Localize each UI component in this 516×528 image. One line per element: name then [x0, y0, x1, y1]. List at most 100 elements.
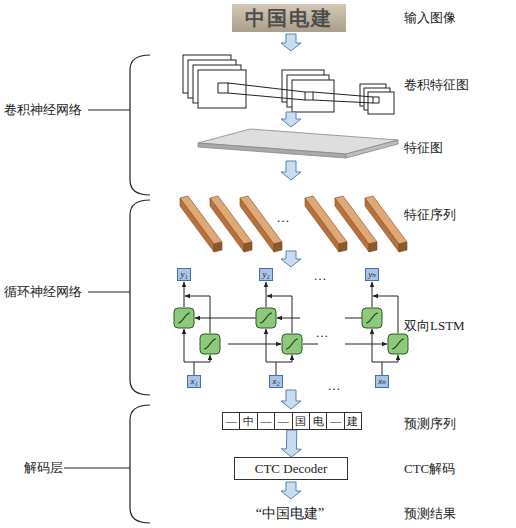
bilstm-network — [362, 308, 382, 328]
bilstm-network — [282, 334, 302, 354]
node-text: y₂ — [262, 269, 269, 279]
flow-arrow — [281, 161, 301, 180]
stage-label: 输入图像 — [404, 10, 456, 26]
feature-sequence — [180, 196, 407, 252]
sequence-cell: 电 — [309, 413, 326, 429]
flow-arrow — [281, 34, 301, 51]
feature-sequence — [240, 196, 282, 252]
bilstm-network — [286, 339, 298, 349]
decoder-box: CTC Decoder — [234, 457, 348, 480]
stage-label: 特征图 — [404, 140, 443, 156]
bilstm-network — [204, 339, 216, 349]
bilstm-network — [184, 362, 210, 363]
sequence-cell: 中 — [239, 413, 256, 429]
bilstm-network — [266, 282, 267, 307]
bracket — [130, 405, 150, 523]
bilstm-network — [184, 282, 185, 307]
input-image: 中国电建 — [232, 4, 346, 32]
conv-feature-maps — [183, 55, 394, 114]
bilstm-network — [195, 318, 256, 319]
node-text: 中国电建 — [245, 7, 333, 29]
conv-feature-maps — [198, 70, 246, 108]
bilstm-network — [398, 355, 399, 362]
sequence-cell: 建 — [344, 413, 361, 429]
bracket — [130, 55, 150, 195]
conv-feature-maps — [218, 83, 228, 93]
bracket — [130, 200, 150, 395]
node-text: CTC Decoder — [255, 461, 328, 476]
bilstm-network — [366, 313, 378, 323]
bilstm-network — [260, 313, 272, 323]
ellipsis: … — [277, 210, 290, 226]
bracket — [64, 467, 130, 468]
bilstm-network — [388, 334, 408, 354]
sequence-cell: — — [257, 413, 274, 429]
bilstm-network — [276, 362, 277, 375]
ellipsis: … — [316, 325, 329, 341]
bilstm-network — [184, 329, 185, 362]
node-text: xₙ — [378, 376, 386, 386]
bilstm-network — [362, 308, 382, 328]
ellipsis: … — [314, 268, 327, 284]
group-label: 循环神经网络 — [4, 284, 82, 300]
stage-label: CTC解码 — [404, 461, 455, 477]
bilstm-network — [372, 282, 373, 307]
result-text: “中国电建” — [256, 506, 324, 522]
bilstm-network — [345, 318, 362, 319]
bilstm-network — [210, 355, 211, 362]
bilstm-network — [200, 334, 220, 354]
output-box: yₙ — [365, 268, 379, 281]
conv-feature-maps — [228, 83, 373, 103]
bilstm-network — [382, 362, 383, 375]
flow-arrow — [281, 251, 301, 267]
bilstm-network — [345, 344, 387, 345]
bilstm-network — [282, 334, 302, 354]
bilstm-network — [392, 339, 404, 349]
node-text: x₁ — [190, 376, 197, 386]
input-box: xₙ — [375, 375, 389, 388]
node-text: x₂ — [272, 376, 279, 386]
group-label: 解码层 — [24, 460, 63, 476]
conv-feature-maps — [305, 92, 313, 100]
bilstm-network — [266, 329, 267, 362]
feature-sequence — [369, 242, 377, 252]
feature-sequence — [339, 242, 347, 252]
stage-label: 特征序列 — [404, 207, 456, 223]
stage-label: 卷积特征图 — [404, 77, 469, 93]
bilstm-network — [194, 362, 195, 375]
feature-sequence — [365, 196, 407, 252]
input-box: x₂ — [269, 375, 283, 388]
flow-arrow — [281, 112, 301, 127]
flow-arrow — [281, 482, 301, 499]
group-label: 卷积神经网络 — [4, 102, 82, 118]
node-text: y₁ — [180, 269, 187, 279]
bilstm-network — [372, 362, 398, 363]
bilstm-network — [256, 308, 276, 328]
bracket — [88, 109, 130, 110]
bilstm-network — [256, 308, 276, 328]
feature-sequence — [244, 242, 252, 252]
conv-feature-maps — [292, 80, 334, 112]
input-box: x₁ — [187, 375, 201, 388]
bilstm-network — [277, 318, 300, 319]
node-text: yₙ — [368, 269, 376, 279]
bilstm-network — [174, 308, 194, 328]
edge-layer — [281, 430, 301, 457]
bilstm-network — [372, 329, 373, 362]
output-box: y₁ — [177, 268, 191, 281]
sequence-box: —中——国电—建 — [222, 412, 362, 430]
sequence-cell: 国 — [292, 413, 309, 429]
bilstm-network — [388, 334, 408, 354]
stage-label: 预测结果 — [404, 506, 456, 522]
conv-feature-maps — [373, 97, 379, 103]
stage-label: 预测序列 — [404, 416, 456, 432]
feature-sequence — [214, 242, 222, 252]
ellipsis: … — [328, 378, 341, 394]
bilstm-network — [200, 334, 220, 354]
flow-connector — [281, 430, 301, 457]
bilstm-network — [303, 344, 318, 345]
feature-map-slab — [346, 140, 398, 158]
feature-sequence — [240, 196, 282, 244]
bilstm-network — [292, 355, 293, 362]
